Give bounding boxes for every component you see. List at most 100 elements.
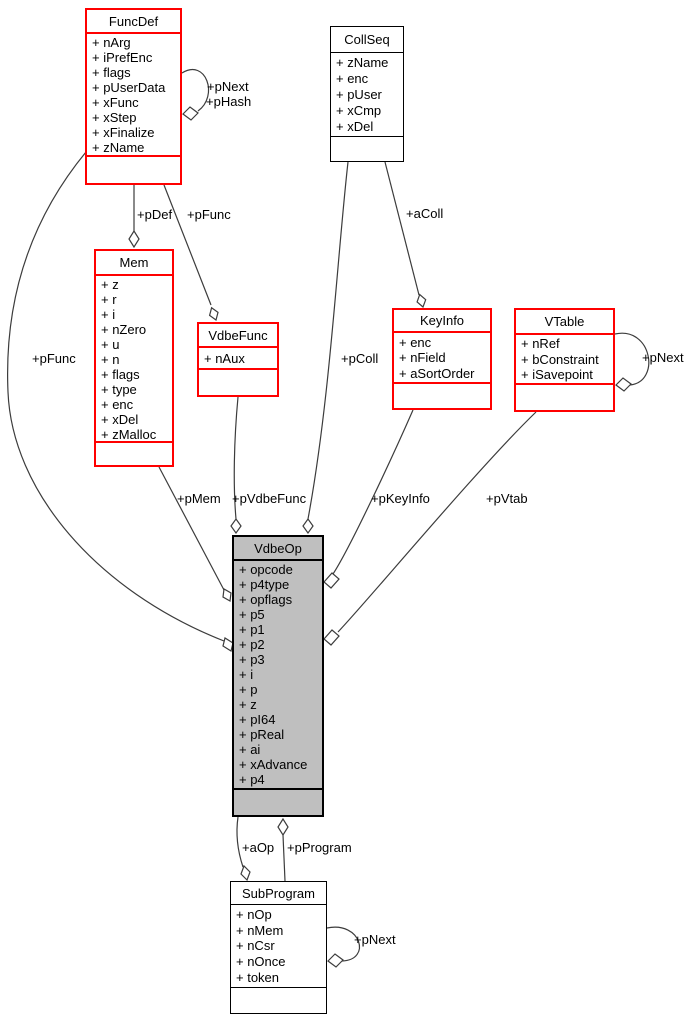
edge-label-funcdef-loop-phash: +pHash xyxy=(206,94,252,109)
class-field: + xDel xyxy=(336,119,374,134)
class-empty-collseq xyxy=(331,137,403,161)
class-field: + type xyxy=(101,382,137,397)
aggregation-diamond-pprogram xyxy=(277,817,289,837)
class-field: + token xyxy=(236,970,280,986)
class-field: + xStep xyxy=(92,110,137,125)
class-field: + zName xyxy=(336,55,389,70)
aggregation-diamond-pmem xyxy=(222,588,232,602)
class-title-collseq: CollSeq xyxy=(331,27,403,53)
class-field: + nOnce xyxy=(236,954,286,970)
edge-pvtab xyxy=(337,411,537,633)
edge-acoll xyxy=(384,161,420,296)
edge-pfunc-to-vdbefunc xyxy=(163,184,212,306)
edge-label-pcoll: +pColl xyxy=(341,351,379,366)
class-field: + aSortOrder xyxy=(399,365,475,381)
class-node-collseq[interactable]: CollSeq + zName+ enc+ pUser+ xCmp+ xDel xyxy=(330,26,404,162)
edge-label-aop: +aOp xyxy=(242,840,275,855)
class-empty-vdbefunc xyxy=(199,370,277,395)
aggregation-diamond-subprogram-loop xyxy=(327,953,344,968)
edge-pprogram xyxy=(282,834,286,882)
class-field: + opcode xyxy=(239,562,293,577)
class-field: + xCmp xyxy=(336,103,382,118)
class-field: + pReal xyxy=(239,727,285,742)
aggregation-diamond-pfunc-vdbefunc xyxy=(208,306,219,321)
class-field: + nField xyxy=(399,350,446,365)
class-field: + r xyxy=(101,292,117,307)
edge-label-pfunc-to-vdbeop: +pFunc xyxy=(32,351,76,366)
class-fields-vdbeop: + opcode+ p4type+ opflags+ p5+ p1+ p2+ p… xyxy=(234,561,322,790)
class-field: + nArg xyxy=(92,35,131,50)
edge-label-pdef: +pDef xyxy=(137,207,173,222)
class-field: + pI64 xyxy=(239,712,276,727)
edge-pmem xyxy=(158,466,225,591)
edge-subprogram-self-loop xyxy=(326,926,360,962)
class-node-vdbeop[interactable]: VdbeOp + opcode+ p4type+ opflags+ p5+ p1… xyxy=(232,535,324,817)
class-field: + p5 xyxy=(239,607,265,622)
edge-pkeyinfo xyxy=(332,409,414,575)
class-empty-keyinfo xyxy=(394,384,490,408)
class-field: + pUser xyxy=(336,87,382,102)
class-field: + nMem xyxy=(236,922,284,938)
aggregation-diamond-pvtab xyxy=(323,629,340,646)
edge-aop xyxy=(236,816,244,868)
class-node-mem[interactable]: Mem + z+ r+ i+ nZero+ u+ n+ flags+ type+… xyxy=(94,249,174,467)
class-field: + i xyxy=(239,667,254,682)
aggregation-diamond-funcdef-loop xyxy=(182,106,199,121)
aggregation-diamond-vtable-loop xyxy=(615,377,632,392)
class-field: + p1 xyxy=(239,622,265,637)
edge-label-funcdef-loop-pnext: +pNext xyxy=(207,79,249,94)
class-field: + pUserData xyxy=(92,80,166,95)
class-title-mem: Mem xyxy=(96,251,172,276)
class-node-funcdef[interactable]: FuncDef + nArg+ iPrefEnc+ flags+ pUserDa… xyxy=(85,8,182,185)
class-field: + nCsr xyxy=(236,938,275,954)
edge-funcdef-self-loop xyxy=(181,69,209,112)
aggregation-diamond-pdef xyxy=(128,229,140,249)
class-field: + enc xyxy=(399,334,432,350)
class-field: + xFinalize xyxy=(92,125,155,140)
class-node-vdbefunc[interactable]: VdbeFunc + nAux xyxy=(197,322,279,397)
class-field: + iPrefEnc xyxy=(92,50,153,65)
class-title-vtable: VTable xyxy=(516,310,613,335)
class-title-funcdef: FuncDef xyxy=(87,10,180,34)
class-field: + flags xyxy=(101,367,140,382)
class-node-subprogram[interactable]: SubProgram + nOp+ nMem+ nCsr+ nOnce+ tok… xyxy=(230,881,327,1014)
edge-label-acoll: +aColl xyxy=(406,206,444,221)
class-field: + n xyxy=(101,352,120,367)
class-empty-funcdef xyxy=(87,157,180,183)
class-field: + p2 xyxy=(239,637,265,652)
class-field: + opflags xyxy=(239,592,293,607)
edge-pcoll xyxy=(307,161,349,520)
class-field: + nRef xyxy=(521,336,560,352)
class-field: + nZero xyxy=(101,322,147,337)
edge-pfunc-to-vdbeop xyxy=(7,151,225,642)
class-field: + p4 xyxy=(239,772,265,787)
class-field: + enc xyxy=(336,71,369,86)
class-field: + zMalloc xyxy=(101,427,157,442)
edge-label-pvtab: +pVtab xyxy=(486,491,528,506)
aggregation-diamond-aop xyxy=(240,864,251,882)
class-title-keyinfo: KeyInfo xyxy=(394,310,490,333)
class-title-vdbeop: VdbeOp xyxy=(234,537,322,561)
class-node-vtable[interactable]: VTable + nRef+ bConstraint+ iSavepoint xyxy=(514,308,615,412)
aggregation-diamond-pcoll xyxy=(302,517,314,535)
class-fields-subprogram: + nOp+ nMem+ nCsr+ nOnce+ token xyxy=(231,905,326,988)
class-field: + i xyxy=(101,307,116,322)
class-empty-vtable xyxy=(516,385,613,410)
edge-vtable-self-loop xyxy=(614,332,650,386)
class-fields-vdbefunc: + nAux xyxy=(199,348,277,370)
class-field: + u xyxy=(101,337,120,352)
class-fields-funcdef: + nArg+ iPrefEnc+ flags+ pUserData+ xFun… xyxy=(87,34,180,157)
edge-label-pfunc-to-vdbefunc: +pFunc xyxy=(187,207,231,222)
class-field: + zName xyxy=(92,140,145,155)
class-title-subprogram: SubProgram xyxy=(231,882,326,905)
class-title-vdbefunc: VdbeFunc xyxy=(199,324,277,348)
class-field: + p3 xyxy=(239,652,265,667)
class-field: + flags xyxy=(92,65,131,80)
edge-label-vtable-loop-pnext: +pNext xyxy=(642,350,684,365)
class-field: + z xyxy=(101,277,119,292)
class-field: + enc xyxy=(101,397,134,412)
class-field: + xDel xyxy=(101,412,139,427)
class-node-keyinfo[interactable]: KeyInfo + enc+ nField+ aSortOrder xyxy=(392,308,492,410)
